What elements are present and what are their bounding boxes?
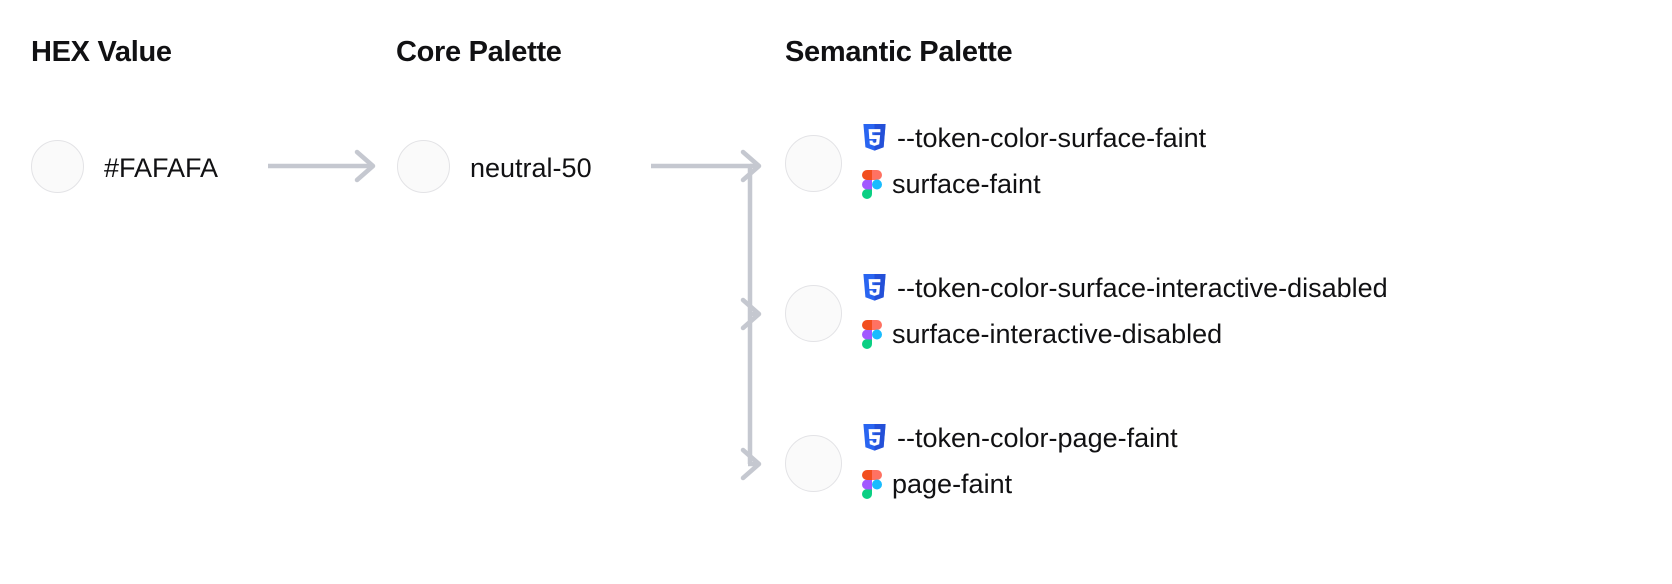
hex-value-label: #FAFAFA bbox=[104, 153, 219, 183]
css3-icon bbox=[863, 124, 886, 151]
figma-name-line: surface-faint bbox=[862, 161, 1662, 207]
column-heading-semantic-palette: Semantic Palette bbox=[785, 36, 1013, 68]
column-heading-hex-value: HEX Value bbox=[31, 36, 172, 68]
figma-icon bbox=[862, 469, 882, 499]
core-palette-label: neutral-50 bbox=[470, 153, 592, 183]
arrow-right-icon bbox=[268, 149, 376, 183]
css-variable-line: --token-color-surface-faint bbox=[862, 115, 1662, 161]
figma-name-line: surface-interactive-disabled bbox=[862, 311, 1662, 357]
css-variable-label: --token-color-surface-interactive-disabl… bbox=[897, 273, 1388, 303]
branch-connector-icon bbox=[651, 149, 762, 481]
swatch-semantic-surface-faint bbox=[785, 135, 842, 192]
swatch-semantic-surface-interactive-disabled bbox=[785, 285, 842, 342]
css-variable-line: --token-color-surface-interactive-disabl… bbox=[862, 265, 1662, 311]
css-variable-label: --token-color-surface-faint bbox=[897, 123, 1207, 153]
figma-name-label: surface-interactive-disabled bbox=[892, 319, 1223, 349]
css-variable-label: --token-color-page-faint bbox=[897, 423, 1178, 453]
semantic-token-row: --token-color-page-faint page-faint bbox=[862, 415, 1662, 507]
figma-name-line: page-faint bbox=[862, 461, 1662, 507]
swatch-semantic-page-faint bbox=[785, 435, 842, 492]
semantic-token-row: --token-color-surface-faint surface-fain… bbox=[862, 115, 1662, 207]
figma-icon bbox=[862, 319, 882, 349]
css3-icon bbox=[863, 424, 886, 451]
swatch-core-palette bbox=[397, 140, 450, 193]
swatch-hex-value bbox=[31, 140, 84, 193]
column-heading-core-palette: Core Palette bbox=[396, 36, 562, 68]
figma-icon bbox=[862, 169, 882, 199]
css3-icon bbox=[863, 274, 886, 301]
figma-name-label: page-faint bbox=[892, 469, 1013, 499]
figma-name-label: surface-faint bbox=[892, 169, 1041, 199]
semantic-token-row: --token-color-surface-interactive-disabl… bbox=[862, 265, 1662, 357]
css-variable-line: --token-color-page-faint bbox=[862, 415, 1662, 461]
